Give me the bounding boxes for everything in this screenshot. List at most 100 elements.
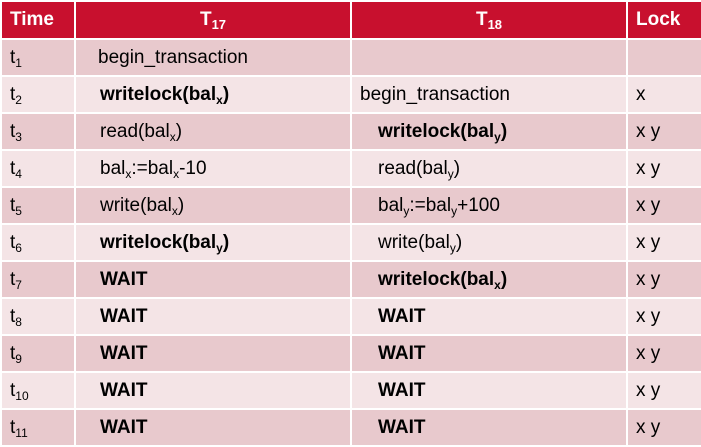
cell-text: :=bal [409, 194, 452, 216]
cell-t17: balx:=balx-10 [74, 149, 352, 188]
cell-time: t3 [0, 112, 76, 151]
cell-time: t2 [0, 75, 76, 114]
cell-time: t11 [0, 408, 76, 447]
cell-text: bal [100, 157, 126, 179]
cell-t18: WAIT [350, 408, 628, 447]
cell-text: begin_transaction [98, 46, 248, 68]
cell-t17: write(balx) [74, 186, 352, 225]
time-label: t [10, 268, 16, 290]
cell-time: t7 [0, 260, 76, 299]
cell-lock: x y [626, 371, 701, 410]
cell-t17: WAIT [74, 371, 352, 410]
cell-text: WAIT [100, 268, 148, 290]
cell-text: y [494, 129, 501, 144]
cell-lock: x y [626, 260, 701, 299]
cell-text: x [125, 166, 132, 181]
cell-text: ) [177, 194, 185, 216]
cell-text: ) [222, 83, 230, 105]
cell-lock: x y [626, 297, 701, 336]
cell-text: WAIT [100, 379, 148, 401]
cell-t18: read(baly) [350, 149, 628, 188]
time-label: t [10, 46, 16, 68]
cell-t17: begin_transaction [74, 38, 352, 77]
cell-lock: x [626, 75, 701, 114]
cell-text: ) [455, 231, 463, 253]
table-row: t11 WAIT WAIT x y [0, 408, 701, 447]
cell-text: y [451, 203, 458, 218]
cell-text: WAIT [100, 416, 148, 438]
time-subscript: 6 [15, 240, 22, 255]
cell-t18: writelock(balx) [350, 260, 628, 299]
cell-text: writelock(bal [100, 83, 217, 105]
cell-text: bal [378, 194, 404, 216]
header-t18: T18 [350, 0, 628, 40]
cell-time: t6 [0, 223, 76, 262]
cell-t18 [350, 38, 628, 77]
time-label: t [10, 194, 16, 216]
cell-text: ) [222, 231, 230, 253]
time-subscript: 3 [15, 129, 22, 144]
cell-lock: x y [626, 334, 701, 373]
time-label: t [10, 305, 16, 327]
cell-t17: WAIT [74, 260, 352, 299]
cell-t17: writelock(balx) [74, 75, 352, 114]
cell-t18: WAIT [350, 297, 628, 336]
cell-text: ) [453, 157, 461, 179]
cell-text: ) [500, 268, 508, 290]
time-subscript: 1 [15, 55, 22, 70]
cell-text: x [171, 203, 178, 218]
header-lock: Lock [626, 0, 701, 40]
cell-text: WAIT [378, 379, 426, 401]
time-label: t [10, 231, 16, 253]
cell-t17: writelock(baly) [74, 223, 352, 262]
cell-text: WAIT [378, 416, 426, 438]
cell-text: +100 [457, 194, 500, 216]
cell-t17: WAIT [74, 297, 352, 336]
cell-text: WAIT [378, 342, 426, 364]
cell-text: y [216, 240, 223, 255]
cell-t18: writelock(baly) [350, 112, 628, 151]
cell-text: -10 [179, 157, 207, 179]
time-subscript: 7 [15, 277, 22, 292]
cell-text: writelock(bal [378, 268, 495, 290]
cell-t17: WAIT [74, 334, 352, 373]
cell-text: WAIT [378, 305, 426, 327]
cell-text: ) [175, 120, 183, 142]
cell-text: WAIT [100, 305, 148, 327]
cell-text: writelock(bal [378, 120, 495, 142]
table-row: t1 begin_transaction [0, 38, 701, 77]
cell-text: read(bal [378, 157, 448, 179]
cell-text: writelock(bal [100, 231, 217, 253]
cell-time: t1 [0, 38, 76, 77]
time-label: t [10, 416, 16, 438]
time-label: t [10, 379, 16, 401]
cell-text: y [403, 203, 410, 218]
cell-lock: x y [626, 408, 701, 447]
cell-t18: write(baly) [350, 223, 628, 262]
cell-text: write(bal [378, 231, 450, 253]
table-row: t10 WAIT WAIT x y [0, 371, 701, 410]
header-row: Time T17 T18 Lock [0, 0, 701, 40]
time-subscript: 9 [15, 351, 22, 366]
cell-text: write(bal [100, 194, 172, 216]
time-subscript: 5 [15, 203, 22, 218]
cell-text: y [447, 166, 454, 181]
cell-time: t9 [0, 334, 76, 373]
header-t17: T17 [74, 0, 352, 40]
cell-time: t10 [0, 371, 76, 410]
cell-t18: begin_transaction [350, 75, 628, 114]
time-subscript: 4 [15, 166, 22, 181]
time-label: t [10, 342, 16, 364]
time-subscript: 2 [15, 92, 22, 107]
cell-t18: WAIT [350, 371, 628, 410]
cell-text: ) [500, 120, 508, 142]
